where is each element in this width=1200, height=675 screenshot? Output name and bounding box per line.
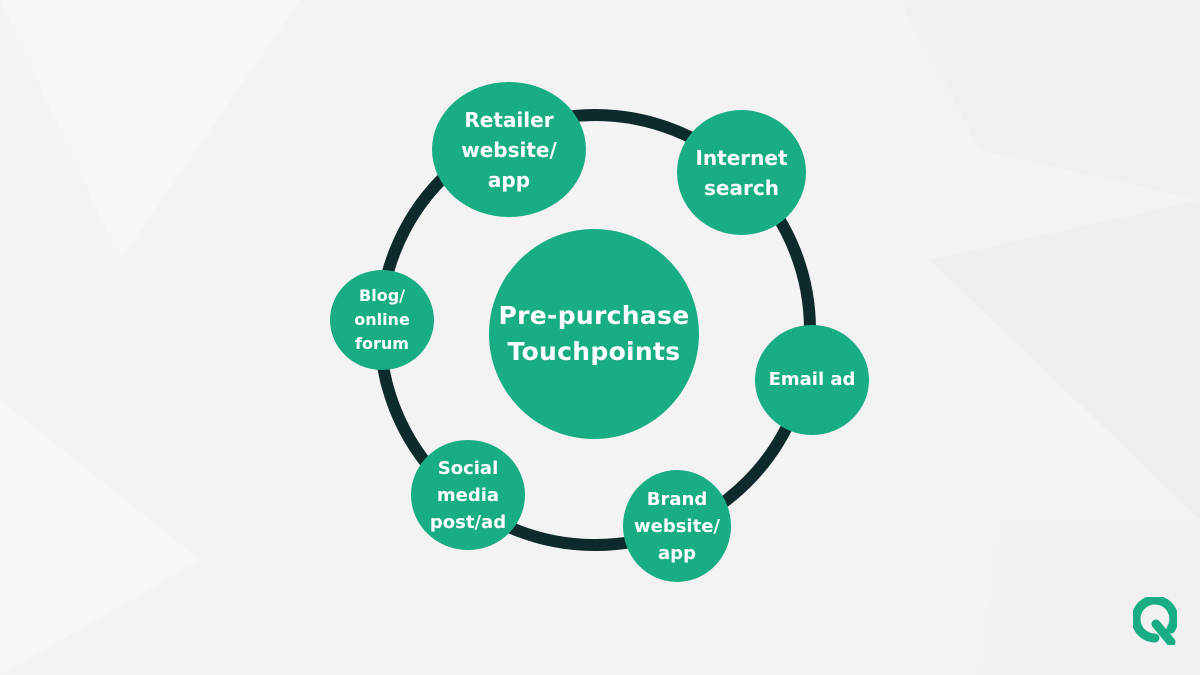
node-retailer-website-app: Retailer website/ app bbox=[432, 82, 586, 217]
center-node: Pre-purchase Touchpoints bbox=[489, 229, 699, 439]
node-internet-search: Internet search bbox=[677, 110, 806, 235]
q-logo-icon bbox=[1133, 597, 1177, 645]
node-email-ad: Email ad bbox=[755, 325, 869, 435]
node-blog-online-forum: Blog/ online forum bbox=[330, 270, 434, 370]
node-brand-website-app: Brand website/ app bbox=[623, 470, 731, 582]
node-social-media-post-ad: Social media post/ad bbox=[411, 440, 525, 550]
